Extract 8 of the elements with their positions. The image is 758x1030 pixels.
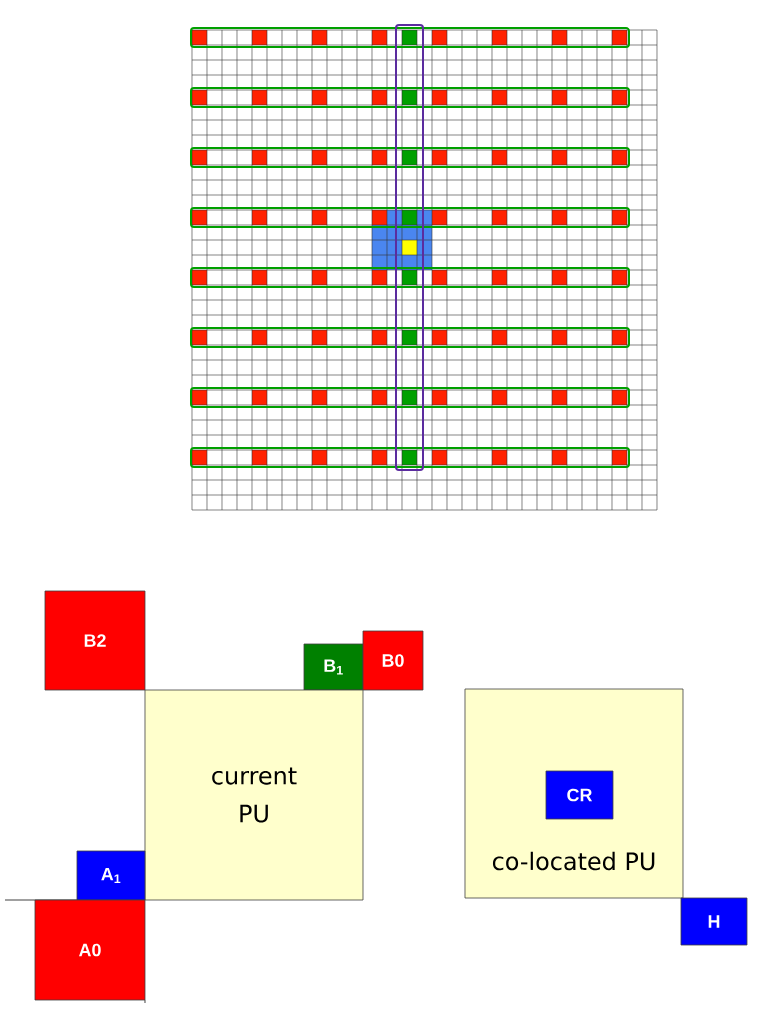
neighbour-block: CR <box>545 770 614 820</box>
neighbour-block: B0 <box>362 630 424 691</box>
neighbour-block: B$_{1}$ <box>303 643 364 691</box>
neighbour-block: B2 <box>44 590 146 691</box>
neighbour-block: A0 <box>34 899 146 1001</box>
neighbour-block: A$_{1}$ <box>76 850 146 901</box>
prediction-unit-box: current PU <box>144 689 364 901</box>
neighbour-block: H <box>680 897 748 946</box>
